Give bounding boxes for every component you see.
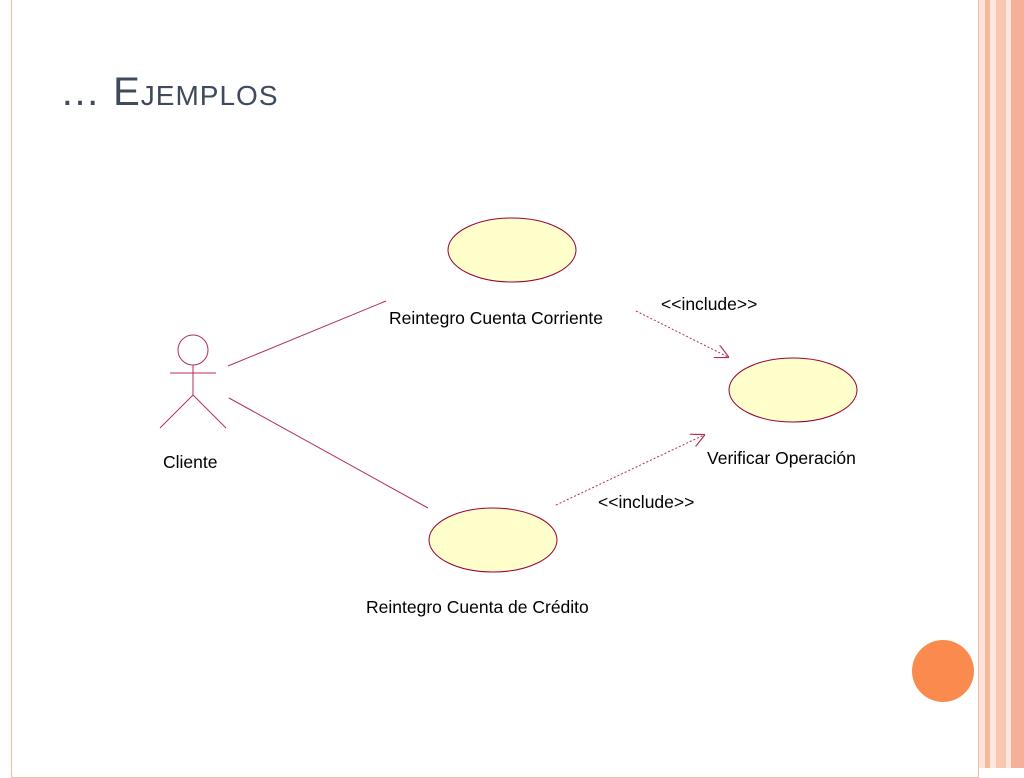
slide-title: … Ejemplos [60, 70, 279, 114]
use-case-credito-label: Reintegro Cuenta de Crédito [366, 597, 589, 617]
use-case-verificar-label: Verificar Operación [707, 448, 856, 468]
include-arrow-top [635, 310, 728, 357]
include-label-top: <<include>> [661, 294, 757, 314]
include-arrow-bottom [555, 435, 704, 506]
use-case-corriente-label: Reintegro Cuenta Corriente [389, 308, 603, 328]
actor-leg-right [192, 394, 227, 429]
actor-leg-left [159, 394, 194, 429]
decorative-stripes [979, 0, 1024, 768]
decorative-orange-dot [912, 640, 974, 702]
actor-cliente[interactable] [159, 334, 227, 429]
association-corriente [227, 300, 387, 367]
include-label-bottom: <<include>> [598, 492, 694, 512]
use-case-credito[interactable] [428, 507, 558, 573]
use-case-corriente[interactable] [447, 217, 577, 283]
use-case-verificar[interactable] [728, 357, 858, 423]
association-credito [228, 397, 429, 509]
actor-label: Cliente [163, 452, 217, 472]
actor-head [177, 334, 209, 366]
